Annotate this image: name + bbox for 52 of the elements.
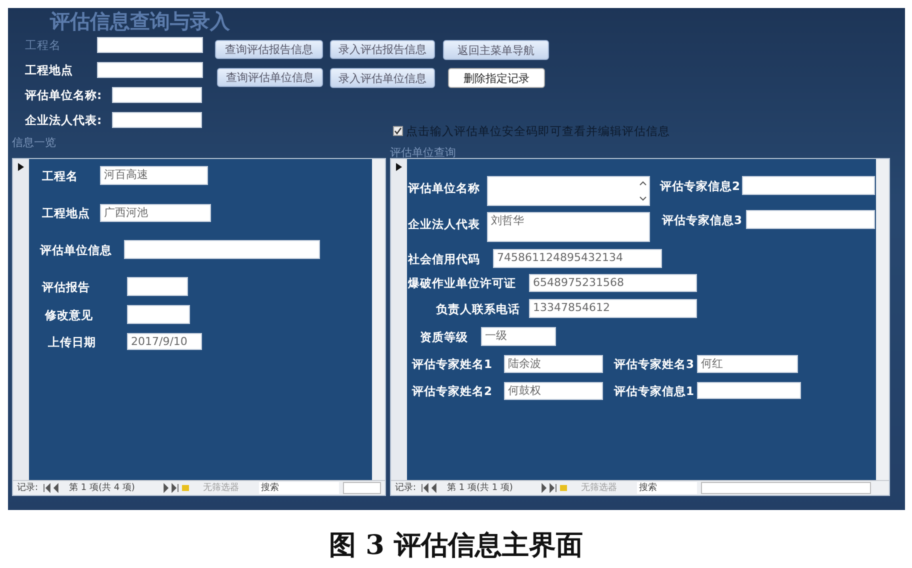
- button: 录入评估报告信息: [330, 40, 435, 59]
- field-label: 评估专家姓名1: [412, 357, 492, 371]
- navigation-text: 无筛选器: [581, 482, 617, 494]
- input-field: 何红: [697, 355, 798, 373]
- navigation-text: 第 1 项(共 4 项): [69, 482, 135, 494]
- search-field: 搜索: [637, 482, 697, 494]
- input-field: 河百高速: [100, 166, 208, 185]
- field-label: 工程地点: [42, 206, 90, 220]
- text-area: 刘哲华: [487, 212, 650, 242]
- field-label: 评估专家姓名2: [412, 384, 492, 398]
- field-label: 修改意见: [45, 308, 93, 322]
- panel-heading: 评估单位查询: [390, 146, 456, 159]
- input-field: 一级: [481, 327, 556, 346]
- field-label: 评估单位名称: [408, 181, 480, 195]
- navigation-text: 第 1 项(共 1 项): [447, 482, 513, 494]
- form-title: 评估信息查询与录入: [50, 9, 230, 33]
- field-label: 评估专家姓名3: [614, 357, 694, 371]
- field-label: 工程名: [42, 168, 78, 182]
- navigation-text: 记录:: [395, 482, 416, 494]
- input-field: 13347854612: [529, 299, 697, 318]
- field-label: 评估专家信息2: [660, 178, 740, 192]
- button: 删除指定记录: [448, 68, 545, 88]
- input-field: 2017/9/10: [127, 333, 202, 350]
- input-field: 745861124895432134: [493, 249, 662, 268]
- panel-heading: 信息一览: [12, 136, 56, 149]
- field-label: 评估专家信息1: [614, 384, 694, 398]
- field-label: 评估单位名称:: [25, 88, 102, 102]
- field-label: 工程地点: [25, 63, 73, 77]
- instruction-text: 点击输入评估单位安全码即可查看并编辑评估信息: [406, 124, 670, 138]
- field-label: 资质等级: [420, 330, 468, 344]
- figure-caption: 图 3 评估信息主界面: [328, 529, 584, 563]
- input-field: 陆余波: [504, 355, 603, 373]
- navigation-text: 记录:: [17, 482, 38, 494]
- field-label: 上传日期: [48, 334, 96, 348]
- field-label: 企业法人代表:: [25, 113, 102, 127]
- navigation-text: 无筛选器: [203, 482, 239, 494]
- field-label: 评估单位信息: [40, 242, 112, 256]
- input-field: 广西河池: [100, 204, 211, 222]
- field-label: 负责人联系电话: [436, 302, 520, 316]
- button: 查询评估报告信息: [215, 40, 323, 59]
- button: 录入评估单位信息: [330, 68, 435, 88]
- field-label: 企业法人代表: [408, 217, 480, 231]
- field-label: 爆破作业单位许可证: [408, 276, 516, 290]
- field-label: 评估报告: [42, 280, 90, 294]
- button: 返回主菜单导航: [443, 40, 549, 60]
- field-label: 评估专家信息3: [662, 212, 742, 226]
- button: 查询评估单位信息: [217, 68, 323, 87]
- search-field: 搜索: [259, 482, 339, 494]
- field-label: 社会信用代码: [408, 252, 480, 266]
- input-field: 6548975231568: [529, 274, 697, 292]
- field-label: 工程名: [25, 38, 61, 52]
- input-field: 何鼓权: [504, 382, 603, 400]
